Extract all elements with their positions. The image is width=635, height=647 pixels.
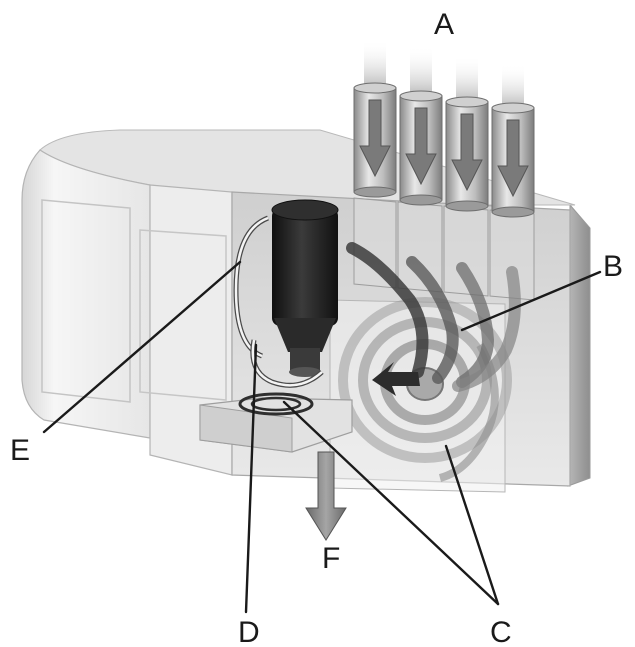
leader-lines	[42, 260, 602, 614]
housing-side-panel	[567, 203, 591, 487]
leader-line-d	[244, 343, 258, 614]
housing-mid-window	[139, 229, 227, 401]
tubing	[233, 215, 324, 388]
label-f: F	[322, 542, 340, 575]
housing-front-cap	[21, 149, 151, 439]
inlet-arrow-icons	[359, 99, 529, 198]
housing-front-cap-window	[41, 199, 131, 403]
base-plate	[199, 392, 353, 453]
leader-line-c-left	[282, 400, 500, 606]
label-e: E	[10, 434, 30, 467]
label-c: C	[490, 616, 512, 647]
leader-line-e	[42, 260, 242, 434]
airflow-arrow-icons	[346, 242, 521, 396]
label-b: B	[603, 250, 623, 283]
leader-line-c-right	[444, 444, 500, 606]
leader-line-b	[460, 270, 602, 332]
motor	[271, 199, 339, 377]
outlet-arrow-icon	[305, 451, 347, 541]
label-d: D	[238, 616, 260, 647]
label-a: A	[434, 8, 454, 41]
inlet-streams	[364, 40, 524, 108]
